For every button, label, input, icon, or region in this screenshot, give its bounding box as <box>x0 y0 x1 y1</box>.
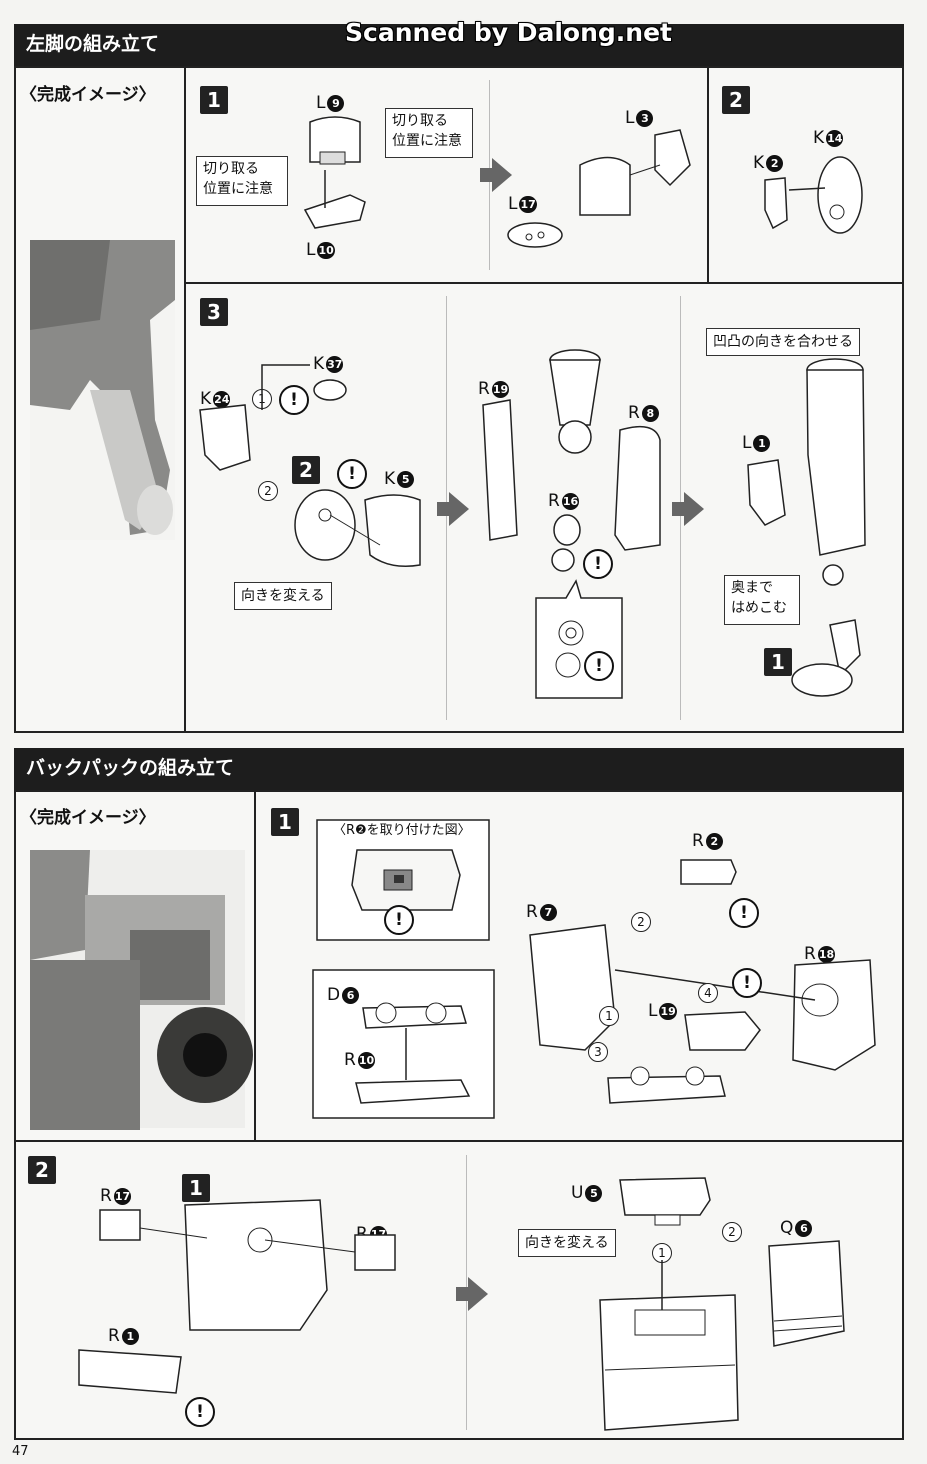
order-mark-3: 3 <box>588 1042 608 1062</box>
callout-cut-position-left: 切り取る 位置に注意 <box>196 156 288 206</box>
ref-step-number: 1 <box>764 648 792 676</box>
r7-r18-assembly-drawing <box>529 924 876 1071</box>
divider <box>184 282 904 284</box>
ref-step-number: 1 <box>182 1174 210 1202</box>
warning-icon: ! <box>384 905 414 935</box>
part-l10-drawing <box>303 170 366 229</box>
sub-step-number: 2 <box>292 456 320 484</box>
inset-r2-attached-box <box>316 819 490 941</box>
part-l17-drawing <box>507 222 563 248</box>
warning-icon: ! <box>185 1397 215 1427</box>
warning-icon: ! <box>729 898 759 928</box>
r19-r8-assembly-drawing <box>482 349 661 572</box>
flow-arrow-head <box>492 158 512 192</box>
r1-drawing <box>78 1349 182 1394</box>
step2-parts-drawing <box>764 156 863 234</box>
flow-arrow <box>456 1287 468 1301</box>
page-number: 47 <box>12 1444 29 1459</box>
part-l9-drawing <box>309 116 361 165</box>
k5-assembly-drawing <box>294 489 421 567</box>
step-number: 3 <box>200 298 228 326</box>
r2-drawing <box>680 859 737 885</box>
leg-assembly-drawing <box>579 129 691 216</box>
left-leg-section-header: 左脚の組み立て <box>14 24 904 66</box>
backpack-body-drawing <box>99 1199 396 1331</box>
u5-drawing <box>619 1177 711 1226</box>
step-number: 1 <box>200 86 228 114</box>
q6-drawing <box>768 1240 845 1347</box>
callout-align-bumps: 凹凸の向きを合わせる <box>706 328 860 356</box>
step-number: 1 <box>271 808 299 836</box>
order-mark-2: 2 <box>258 481 278 501</box>
flow-arrow <box>437 502 449 516</box>
flow-arrow-head <box>468 1277 488 1311</box>
backpack-section-header: バックパックの組み立て <box>14 748 904 790</box>
completion-image-label: 〈完成イメージ〉 <box>20 808 156 828</box>
d6-r10-assembled-drawing <box>607 1066 726 1104</box>
backpack-preview-photo <box>30 850 253 1130</box>
order-mark-2: 2 <box>722 1222 742 1242</box>
flow-arrow <box>672 502 684 516</box>
warning-icon: ! <box>732 968 762 998</box>
d6-r10-inset-box <box>312 969 495 1119</box>
left-leg-title: 左脚の組み立て <box>26 33 160 55</box>
foot-drawing <box>791 619 861 697</box>
divider <box>184 66 186 733</box>
order-mark-4: 4 <box>698 983 718 1003</box>
callout-change-direction: 向きを変える <box>518 1229 616 1257</box>
watermark: Scanned by Dalong.net <box>345 18 673 47</box>
leg-full-assembly-drawing <box>747 358 866 586</box>
warning-icon: ! <box>337 459 367 489</box>
order-mark-2: 2 <box>631 912 651 932</box>
callout-cut-position-right: 切り取る 位置に注意 <box>385 108 473 158</box>
k37-k24-drawing <box>199 364 347 471</box>
flow-arrow-head <box>449 492 469 526</box>
callout-change-direction: 向きを変える <box>234 582 332 610</box>
divider <box>254 790 256 1140</box>
inset-title: 〈R❷を取り付けた図〉 <box>333 823 471 838</box>
step-number: 2 <box>28 1156 56 1184</box>
backpack-assembled-drawing <box>599 1260 739 1431</box>
completion-image-label: 〈完成イメージ〉 <box>20 85 156 105</box>
flow-arrow <box>480 168 492 182</box>
step-number: 2 <box>722 86 750 114</box>
warning-icon: ! <box>279 385 309 415</box>
leg-preview-photo <box>30 240 175 540</box>
warning-icon: ! <box>583 549 613 579</box>
flow-arrow-head <box>684 492 704 526</box>
warning-icon: ! <box>584 651 614 681</box>
order-mark-1: 1 <box>599 1006 619 1026</box>
backpack-title: バックパックの組み立て <box>26 757 235 779</box>
divider <box>707 66 709 282</box>
divider <box>14 1140 904 1142</box>
r16-detail-box <box>535 579 623 699</box>
callout-insert-fully: 奥まで はめこむ <box>724 575 800 625</box>
